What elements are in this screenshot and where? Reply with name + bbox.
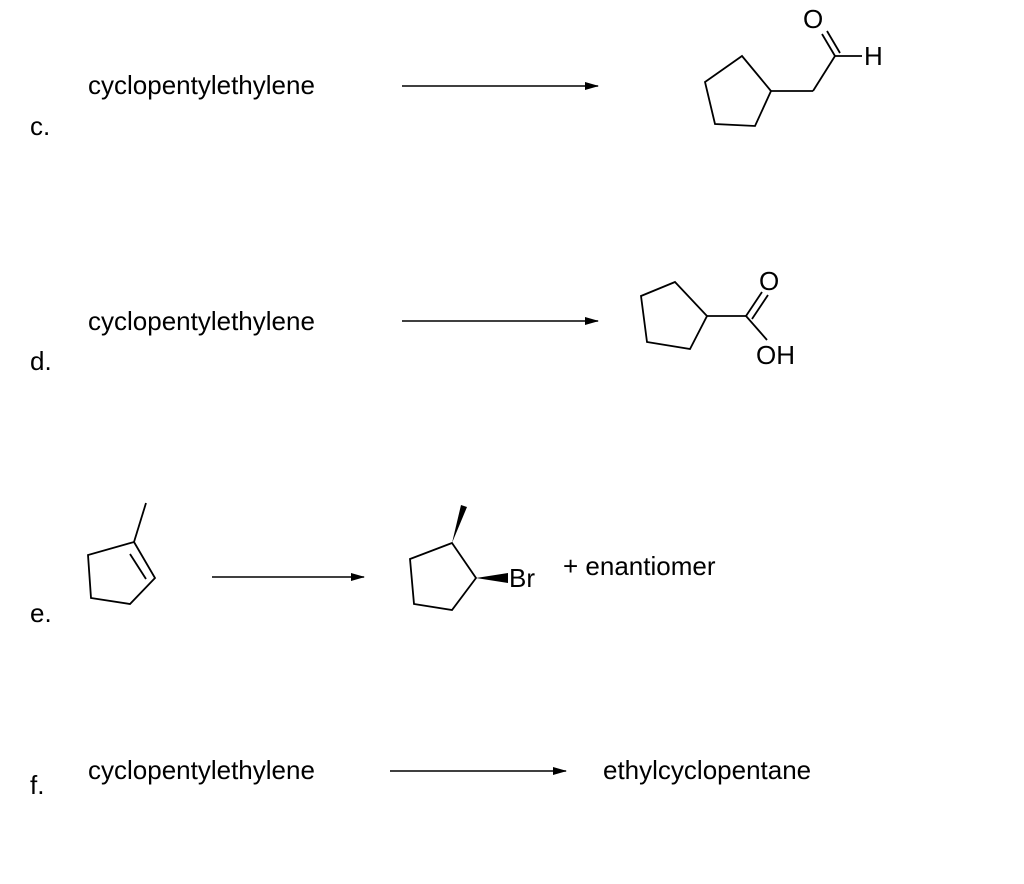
bromine-label: Br	[509, 563, 535, 593]
problem-label-d: d.	[30, 346, 52, 376]
problem-label-c: c.	[30, 111, 51, 141]
aldehyde-hydrogen-label: H	[864, 41, 883, 71]
reactant-name-c: cyclopentylethylene	[88, 70, 315, 100]
product-structure-e	[409, 541, 478, 611]
reactant-name-d: cyclopentylethylene	[88, 306, 315, 336]
acid-hydroxyl-label: OH	[756, 340, 795, 370]
product-structure-d	[640, 280, 769, 350]
reactant-structure-e	[87, 502, 157, 605]
enantiomer-note: + enantiomer	[563, 551, 716, 581]
product-structure-c	[703, 30, 862, 127]
problem-label-f: f.	[30, 770, 45, 800]
aldehyde-oxygen-label: O	[803, 4, 823, 34]
wedge-bond-bromine	[476, 573, 508, 583]
wedge-bond-methyl	[452, 505, 467, 543]
reactant-name-f: cyclopentylethylene	[88, 755, 315, 785]
problem-label-e: e.	[30, 598, 52, 628]
product-name-f: ethylcyclopentane	[603, 755, 812, 785]
acid-carbonyl-oxygen-label: O	[759, 266, 779, 296]
